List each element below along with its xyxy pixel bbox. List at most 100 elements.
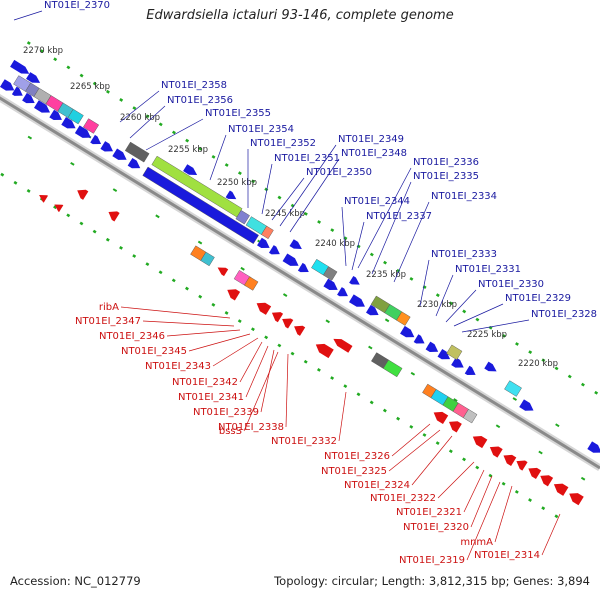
scale-tick [27, 135, 33, 140]
scale-tick [581, 382, 585, 387]
forward-gene-label: NT01EI_2329 [505, 293, 571, 304]
reverse-gene-arrow [489, 446, 503, 458]
label-leaders [13, 10, 561, 561]
scale-tick [185, 286, 189, 291]
forward-gene-arrow [112, 148, 127, 160]
scale-tick [396, 416, 401, 421]
scale-tick [435, 441, 440, 445]
scale-tick [541, 506, 546, 511]
scale-tick [580, 476, 586, 481]
scale-tick [119, 245, 123, 250]
reverse-gene-arrow [528, 467, 542, 480]
scale-tick [317, 220, 322, 224]
scale-tick [158, 122, 163, 127]
scale-tick [92, 229, 97, 234]
label-leader [391, 423, 431, 457]
forward-gene-arrow [587, 441, 600, 453]
reverse-gene-arrow [256, 302, 272, 315]
reverse-gene-arrow [503, 454, 517, 467]
label-leader [13, 10, 43, 21]
forward-gene-label: NT01EI_2335 [413, 171, 479, 182]
scale-tick [79, 221, 84, 226]
scale-tick [250, 327, 255, 332]
scale-tick [384, 318, 390, 323]
reverse-gene-arrow [39, 195, 48, 203]
reverse-gene-arrow [294, 325, 306, 336]
scale-tick [211, 154, 216, 159]
scale-tick [368, 345, 373, 350]
forward-gene-arrow [297, 262, 309, 273]
reverse-gene-label: NT01EI_2341 [178, 392, 244, 403]
scale-tick [198, 294, 203, 299]
scale-tick [501, 333, 506, 338]
label-leader [437, 461, 475, 499]
reverse-gene-arrow [472, 436, 488, 449]
label-leader [411, 435, 453, 486]
label-leader [494, 485, 513, 543]
forward-gene-label: NT01EI_2331 [455, 264, 521, 275]
scale-tick [435, 293, 440, 298]
forward-gene-arrow [10, 59, 30, 74]
scale-tick [92, 81, 97, 86]
scale-tick [240, 266, 245, 271]
scale-tick [303, 211, 308, 216]
forward-gene-label: NT01EI_2348 [341, 148, 407, 159]
forward-gene-arrow [74, 125, 91, 138]
reverse-gene-label: NT01EI_2346 [99, 331, 165, 342]
reverse-gene-label: ribA [99, 302, 119, 313]
scale-tick [396, 268, 401, 273]
scale-tick [462, 457, 467, 462]
cog-block [124, 141, 150, 163]
reverse-gene-label: NT01EI_2319 [399, 555, 465, 566]
scale-tick [330, 228, 335, 232]
scale-tick [26, 189, 31, 193]
forward-gene-arrow [49, 109, 62, 120]
label-leader [245, 345, 269, 398]
label-leader [271, 177, 305, 221]
label-leader [120, 306, 231, 319]
scale-tick [495, 424, 501, 429]
scale-tick [13, 180, 18, 185]
scale-tick [277, 343, 282, 348]
scale-tick [538, 450, 543, 455]
scale-tick [343, 384, 348, 389]
reverse-gene-label: NT01EI_2321 [396, 507, 462, 518]
scale-tick [0, 172, 5, 177]
reverse-gene-arrow [54, 204, 64, 213]
scale-tick [237, 171, 242, 176]
forward-gene-label: NT01EI_2350 [306, 167, 372, 178]
reverse-gene-arrow [271, 312, 284, 323]
reverse-gene-label: NT01EI_2325 [321, 466, 387, 477]
forward-gene-label: NT01EI_2344 [344, 196, 410, 207]
forward-gene-arrow [348, 294, 365, 307]
reverse-gene-label: NT01EI_2324 [344, 480, 410, 491]
scale-tick [79, 73, 84, 78]
forward-gene-label: NT01EI_2337 [366, 211, 432, 222]
scale-tick [158, 270, 163, 275]
scale-tick [40, 49, 44, 54]
genome-backbone-core [0, 96, 600, 470]
label-leader [129, 105, 166, 139]
scale-tick [594, 390, 599, 395]
cog-block [323, 266, 338, 281]
forward-gene-arrow [425, 341, 439, 352]
label-leader [419, 259, 430, 307]
scale-tick [515, 342, 519, 346]
scale-tick [237, 319, 242, 323]
forward-gene-arrow [34, 100, 51, 113]
label-leader [338, 391, 347, 442]
forward-gene-label: NT01EI_2330 [478, 279, 544, 290]
scale-tick [70, 161, 75, 166]
forward-gene-arrow [413, 334, 425, 344]
label-leader [357, 167, 412, 269]
reverse-gene-arrow [77, 189, 89, 200]
forward-gene-arrow [90, 134, 102, 145]
reverse-gene-label: mnmA [460, 537, 493, 548]
scale-tick [197, 240, 203, 245]
forward-gene-arrow [519, 399, 534, 411]
label-leader [119, 90, 160, 123]
scale-tick [53, 205, 58, 210]
cog-block [446, 344, 463, 361]
